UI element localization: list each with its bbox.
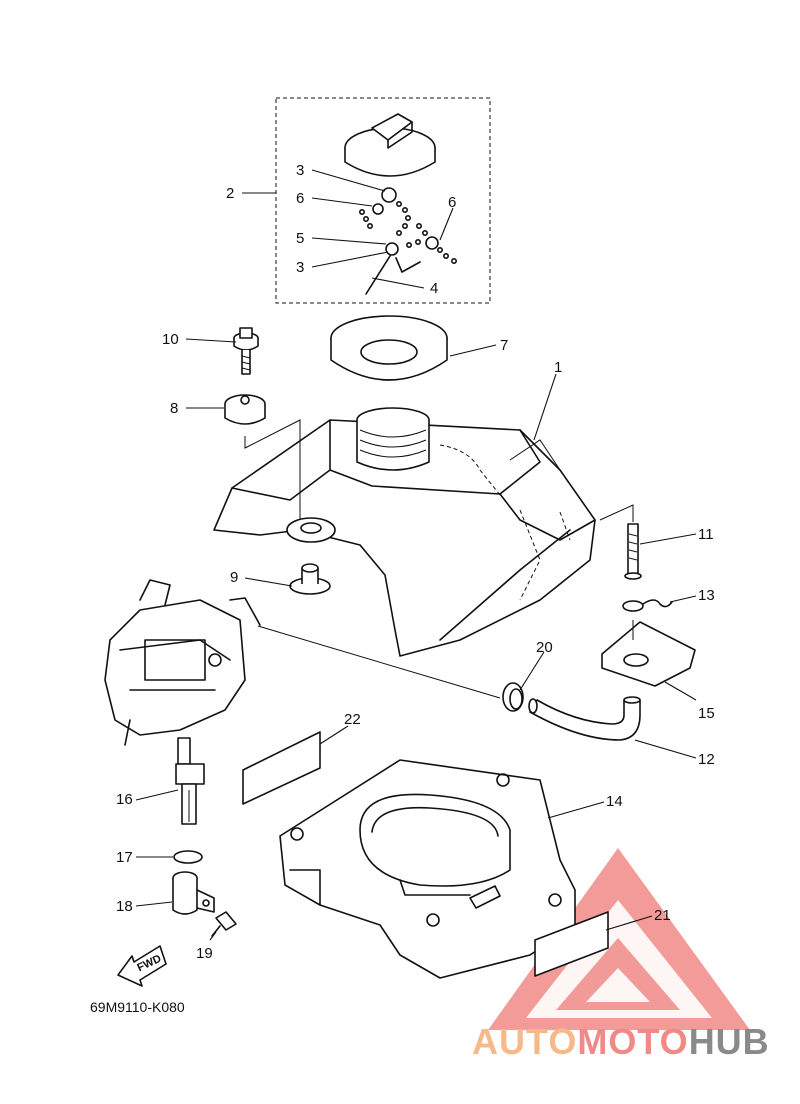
callout-19: 19 bbox=[196, 945, 213, 962]
bolt bbox=[233, 327, 259, 375]
label-decal bbox=[242, 731, 321, 805]
carburetor bbox=[104, 579, 261, 746]
callout-2: 2 bbox=[226, 185, 234, 202]
callout-3a: 3 bbox=[296, 162, 304, 179]
callout-6b: 6 bbox=[448, 194, 456, 211]
callout-8: 8 bbox=[170, 400, 178, 417]
watermark-text: AUTOMOTOHUB bbox=[472, 1021, 770, 1062]
joint-bracket bbox=[172, 871, 215, 915]
callout-15: 15 bbox=[698, 705, 715, 722]
filter-plate bbox=[601, 621, 696, 687]
fuel-filter bbox=[624, 523, 642, 580]
callout-13: 13 bbox=[698, 587, 715, 604]
callout-17: 17 bbox=[116, 849, 133, 866]
callout-labels: 1 2 3 3 4 5 6 6 7 8 9 10 11 12 13 14 15 … bbox=[116, 162, 715, 962]
cap-assembly-box bbox=[275, 97, 491, 304]
callout-12: 12 bbox=[698, 751, 715, 768]
watermark-logo bbox=[488, 848, 750, 1030]
fuel-joint bbox=[175, 737, 205, 825]
callout-11: 11 bbox=[698, 526, 714, 543]
callout-20: 20 bbox=[536, 639, 553, 656]
strainer bbox=[330, 315, 448, 381]
callout-1: 1 bbox=[554, 359, 562, 376]
callout-21: 21 bbox=[654, 907, 671, 924]
callout-10: 10 bbox=[162, 331, 179, 348]
damper bbox=[289, 563, 331, 595]
callout-7: 7 bbox=[500, 337, 508, 354]
callout-16: 16 bbox=[116, 791, 133, 808]
hose-clip bbox=[622, 599, 673, 612]
screw bbox=[211, 911, 237, 937]
fwd-arrow-icon: FWD bbox=[117, 945, 167, 987]
hose-clip-2 bbox=[502, 682, 524, 712]
fuel-hose bbox=[528, 696, 641, 741]
o-ring bbox=[173, 850, 203, 864]
callout-22: 22 bbox=[344, 711, 361, 728]
diagram-code: 69M9110-K080 bbox=[90, 999, 185, 1015]
fuel-tank bbox=[213, 407, 596, 657]
callout-5: 5 bbox=[296, 230, 304, 247]
fuel-cap bbox=[344, 113, 436, 177]
watermark-part2: MOTO bbox=[577, 1021, 688, 1062]
callout-3b: 3 bbox=[296, 259, 304, 276]
grommet bbox=[224, 394, 266, 425]
watermark-part1: AUTO bbox=[472, 1021, 577, 1062]
callout-9: 9 bbox=[230, 569, 238, 586]
cap-chain bbox=[358, 187, 457, 295]
callout-14: 14 bbox=[606, 793, 623, 810]
callout-18: 18 bbox=[116, 898, 133, 915]
leader-lines bbox=[135, 169, 697, 941]
label-decal-2 bbox=[534, 911, 609, 977]
callout-4: 4 bbox=[430, 280, 438, 297]
lower-cover bbox=[279, 759, 576, 979]
watermark-part3: HUB bbox=[689, 1021, 770, 1062]
callout-6a: 6 bbox=[296, 190, 304, 207]
